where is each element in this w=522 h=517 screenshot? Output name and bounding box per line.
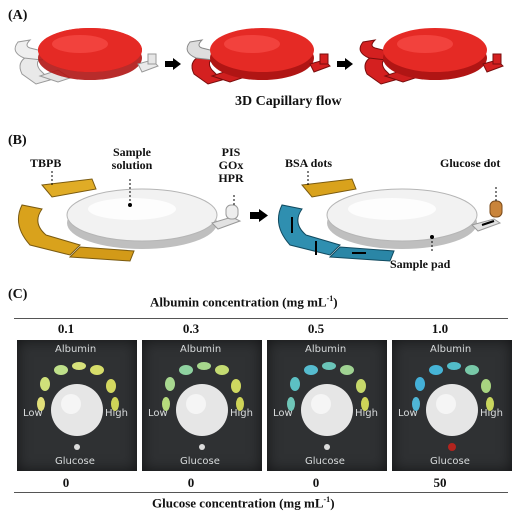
device-b-left (17, 169, 242, 262)
glucose-unit-close: ) (330, 495, 335, 511)
sample-solution-label: Sample solution (107, 146, 157, 172)
glucose-axis-title: Glucose concentration (mg mL-1) (152, 495, 335, 511)
bsa-dots-channel (277, 178, 395, 262)
arrow-a1 (165, 58, 181, 70)
tbpb-channel (17, 178, 135, 262)
reagent-labels: PIS GOx HPR (216, 146, 246, 185)
photo3-dots (287, 362, 369, 450)
photo2-albumin: Albumin (180, 344, 222, 355)
device-photo-2: Albumin Low High Glucose (142, 340, 262, 471)
photo3-high: High (355, 408, 378, 419)
photo1-dots (37, 362, 119, 450)
photo3-albumin: Albumin (305, 344, 347, 355)
pis-label: PIS (221, 145, 241, 159)
glucose-value-1: 0 (62, 475, 70, 490)
device-b-right (277, 169, 503, 262)
sample-label-line2: solution (111, 158, 153, 172)
panel-a-label: (A) (8, 8, 28, 23)
glucose-value-3: 0 (312, 475, 320, 490)
glucose-dot-label: Glucose dot (440, 156, 501, 170)
photo1-glucose: Glucose (55, 456, 95, 467)
device-photo-4: Albumin Low High Glucose (392, 340, 512, 471)
albumin-rule (14, 318, 508, 319)
bsa-dots-label: BSA dots (285, 156, 333, 170)
albumin-axis-text: Albumin concentration (mg mL (150, 294, 327, 310)
device-photo-1: Albumin Low High Glucose (17, 340, 137, 471)
glucose-value-4: 50 (433, 475, 447, 490)
photo4-low: Low (398, 408, 418, 419)
gox-label: GOx (218, 158, 244, 172)
albumin-unit-close: ) (333, 294, 338, 310)
photo2-glucose: Glucose (180, 456, 220, 467)
photo1-low: Low (23, 408, 43, 419)
device-a3 (359, 28, 504, 85)
photo2-high: High (230, 408, 253, 419)
photo2-dots (162, 362, 244, 450)
photo4-albumin: Albumin (430, 344, 472, 355)
albumin-value-2: 0.3 (182, 321, 200, 336)
hpr-label: HPR (218, 171, 244, 185)
photo1-albumin: Albumin (55, 344, 97, 355)
photo3-glucose: Glucose (305, 456, 345, 467)
photo4-glucose: Glucose (430, 456, 470, 467)
sample-label-line1: Sample (112, 145, 151, 159)
photo2-low: Low (148, 408, 168, 419)
arrow-a2 (337, 58, 353, 70)
glucose-unit-sup: -1 (323, 495, 331, 504)
channel-links-a1 (14, 39, 72, 85)
albumin-unit-sup: -1 (326, 294, 334, 303)
device-a1 (14, 28, 159, 85)
device-photo-3: Albumin Low High Glucose (267, 340, 387, 471)
glucose-axis-text: Glucose concentration (mg mL (152, 495, 324, 511)
albumin-value-3: 0.5 (307, 321, 325, 336)
device-a2 (186, 28, 331, 85)
albumin-axis-title: Albumin concentration (mg mL-1) (150, 294, 338, 310)
sample-pad-label: Sample pad (390, 257, 451, 271)
tbpb-label: TBPB (30, 156, 62, 170)
albumin-value-1: 0.1 (57, 321, 75, 336)
panel-c-label: (C) (8, 287, 28, 302)
photo3-low: Low (273, 408, 293, 419)
capillary-flow-caption: 3D Capillary flow (235, 94, 342, 109)
photo4-high: High (480, 408, 503, 419)
albumin-value-4: 1.0 (431, 321, 449, 336)
glucose-value-2: 0 (187, 475, 195, 490)
photo4-dots (412, 362, 494, 451)
photo1-high: High (105, 408, 128, 419)
panel-b-label: (B) (8, 133, 27, 148)
glucose-dot (489, 200, 503, 218)
arrow-b (250, 209, 268, 222)
glucose-rule (14, 492, 508, 493)
